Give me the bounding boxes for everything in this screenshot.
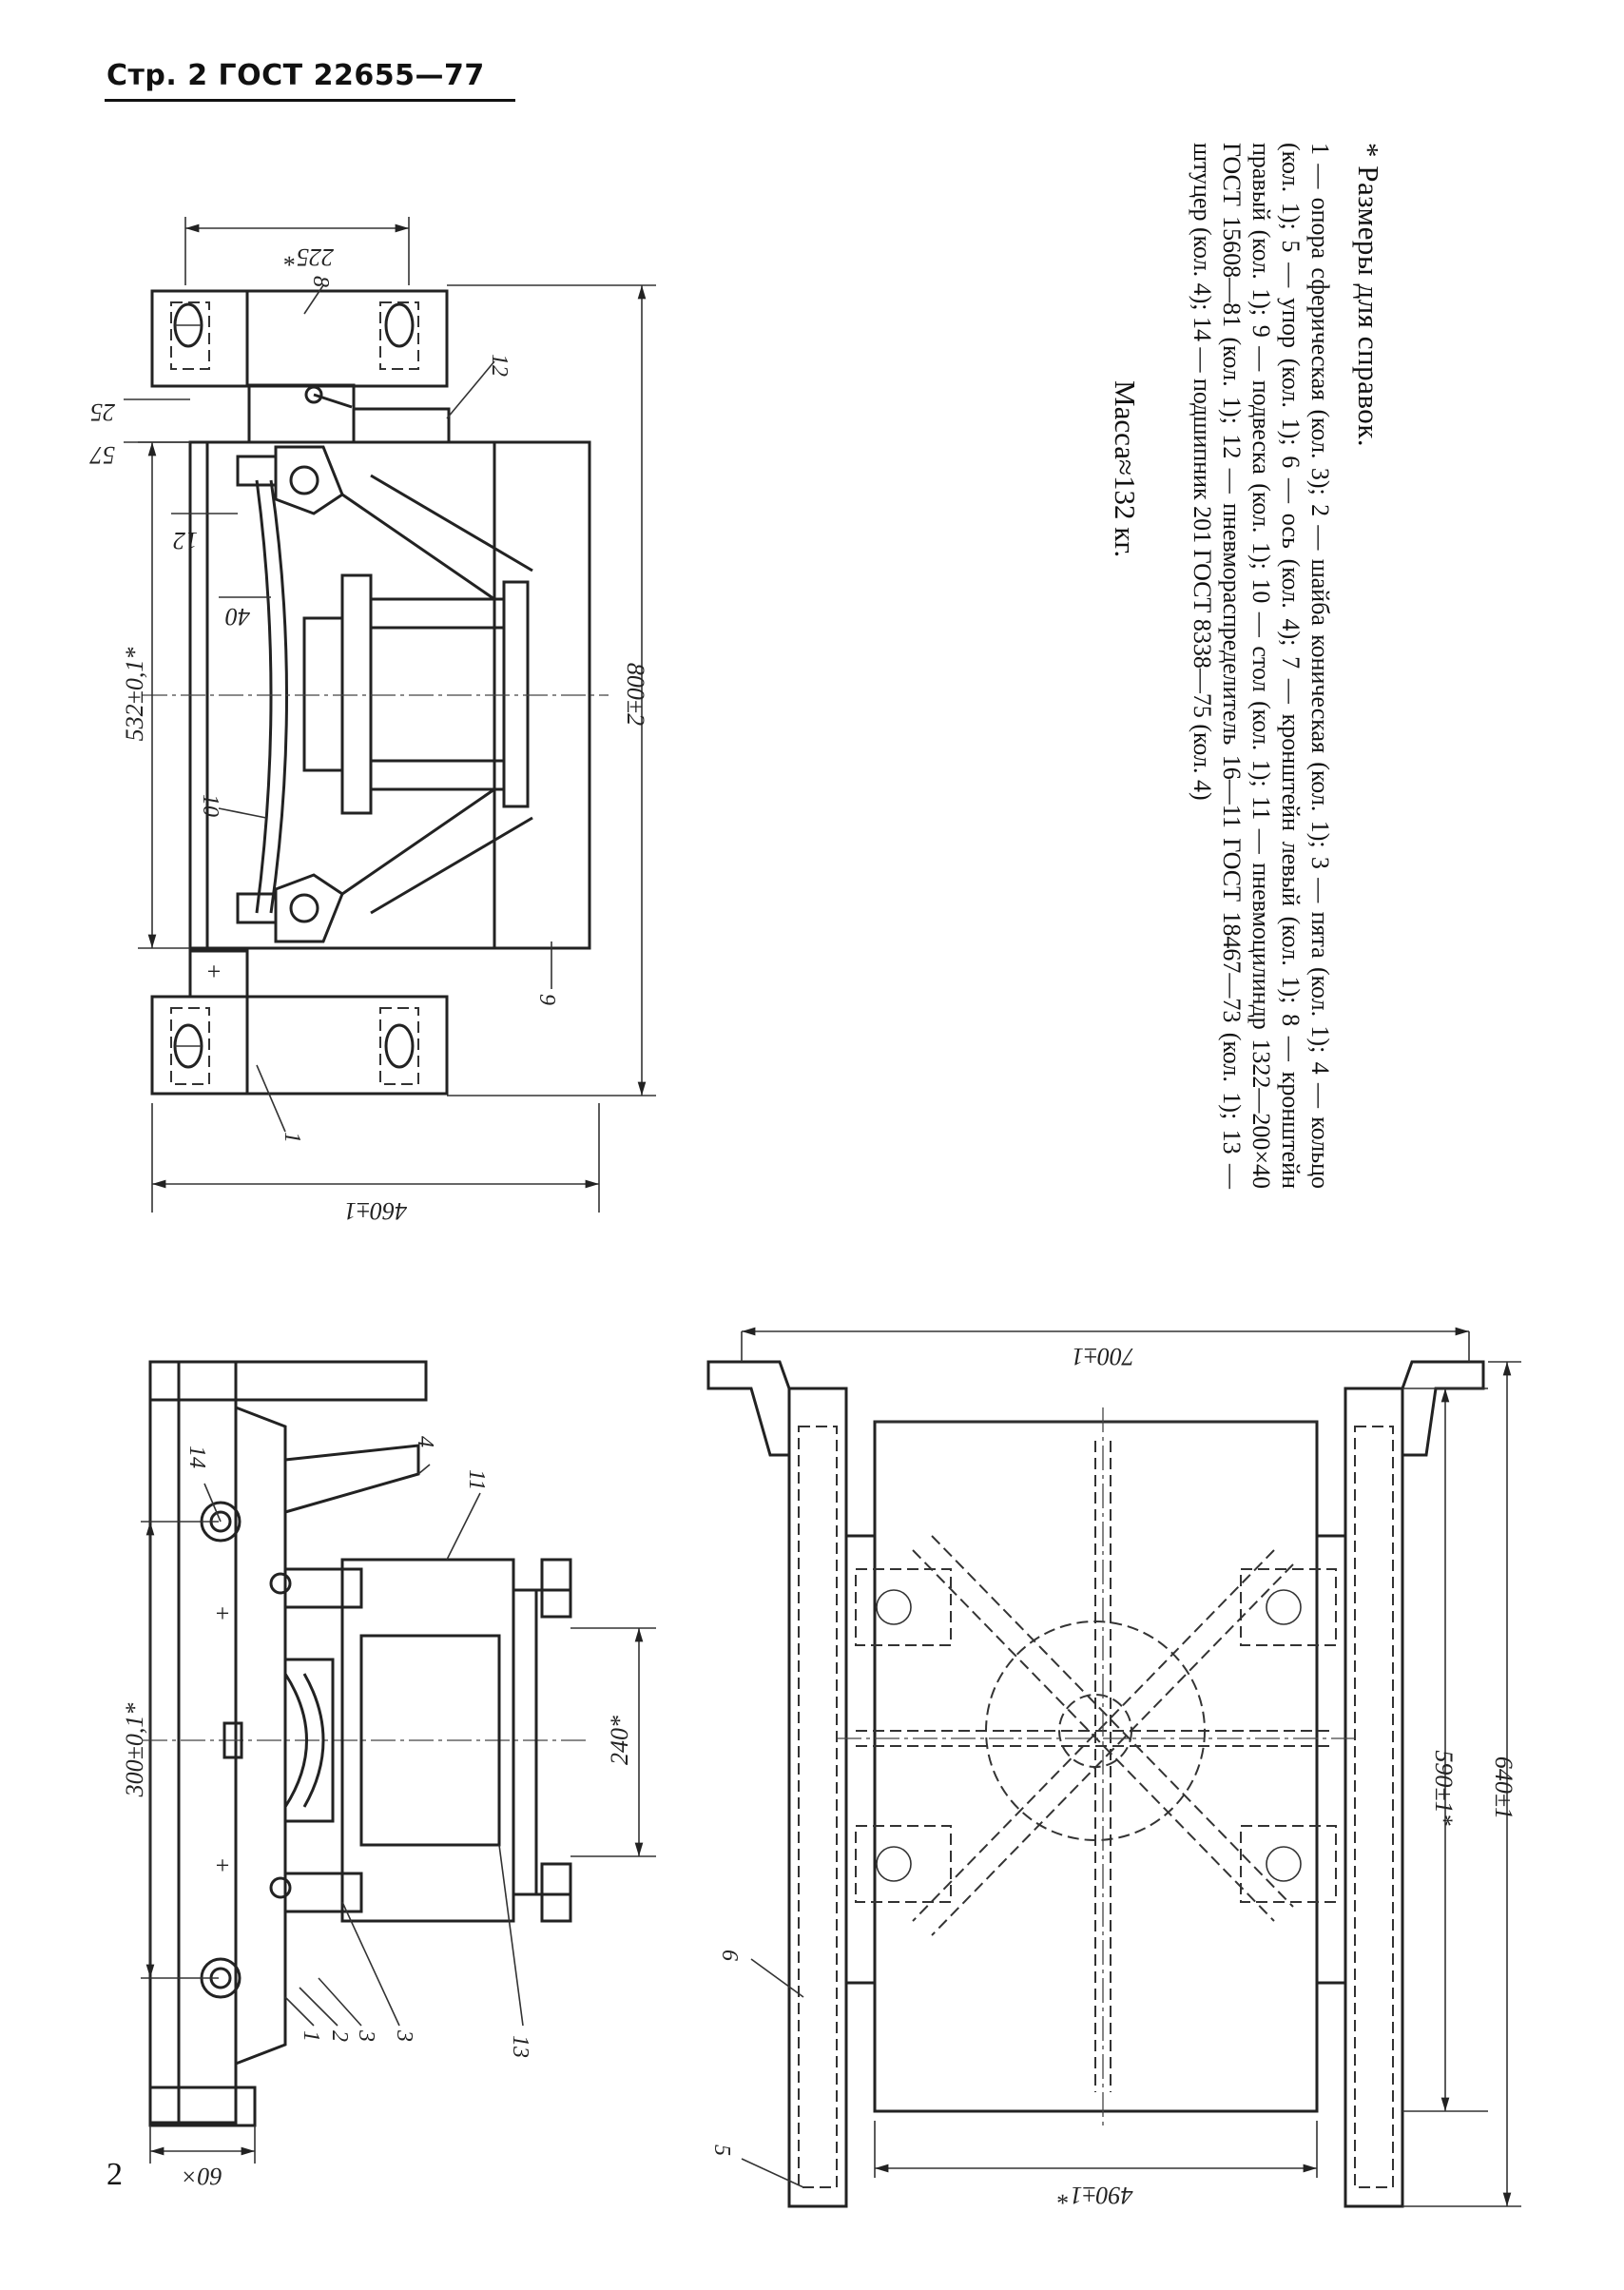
svg-text:+: + xyxy=(214,1600,231,1627)
label-1: 1 xyxy=(280,1132,304,1143)
label-14: 14 xyxy=(184,1446,209,1468)
view-front-section: + + 300±0,1* 240* 60× 14 4 11 1 2 3 3 13 xyxy=(121,1360,656,2190)
label-13: 13 xyxy=(508,2035,532,2058)
page-number: 2 xyxy=(106,2157,123,2192)
dim-60: 60× xyxy=(181,2163,222,2190)
label-5b: 3 xyxy=(392,2029,416,2042)
dim-532: 532±0,1* xyxy=(121,648,148,742)
label-10: 10 xyxy=(198,794,222,817)
label-1b: 1 xyxy=(299,2030,323,2042)
dim-240: 240* xyxy=(606,1716,633,1765)
label-12: 12 xyxy=(487,354,512,377)
dim-25: 25 xyxy=(90,398,115,426)
dim-40: 40 xyxy=(225,603,250,631)
dim-300: 300±0,1* xyxy=(121,1703,148,1798)
label-9: 9 xyxy=(534,994,559,1005)
reference-note: * Размеры для справок. xyxy=(1352,143,1385,448)
dim-590: 590±1* xyxy=(1430,1750,1458,1825)
dim-640: 640±1 xyxy=(1490,1756,1518,1819)
dim-57: 57 xyxy=(89,441,115,469)
dim-700: 700±1 xyxy=(1072,1343,1134,1370)
label-11: 11 xyxy=(464,1469,489,1490)
dim-225: 225* xyxy=(284,243,334,271)
mass-note: Масса≈132 кг. xyxy=(1109,380,1142,558)
label-5: 5 xyxy=(709,2144,734,2156)
dim-800: 800±2 xyxy=(622,663,649,726)
label-8: 8 xyxy=(308,276,333,287)
view-plan: 700±1 490±1* 590±1* 640±1 6 5 xyxy=(706,1327,1521,2209)
dim-460: 460±1 xyxy=(344,1197,407,1225)
dim-12: 12 xyxy=(173,527,198,554)
view-side-top: + 225* 800±2 532±0,1* 460±1 25 57 12 40 … xyxy=(89,217,656,1225)
parts-legend: 1 — опора сферическая (кол. 3); 2 — шайб… xyxy=(1189,143,1334,1189)
page-header: Стр. 2 ГОСТ 22655—77 xyxy=(106,59,485,92)
legend-text-block: * Размеры для справок. 1 — опора сфериче… xyxy=(1041,143,1385,1189)
label-4: 4 xyxy=(413,1436,437,1447)
header-rule xyxy=(105,99,515,102)
label-6: 6 xyxy=(717,1950,742,1961)
dim-490: 490±1* xyxy=(1057,2182,1132,2209)
label-3: 3 xyxy=(354,2029,378,2042)
svg-text:+: + xyxy=(214,1852,231,1879)
svg-text:+: + xyxy=(205,958,222,985)
label-2: 2 xyxy=(327,2030,352,2042)
